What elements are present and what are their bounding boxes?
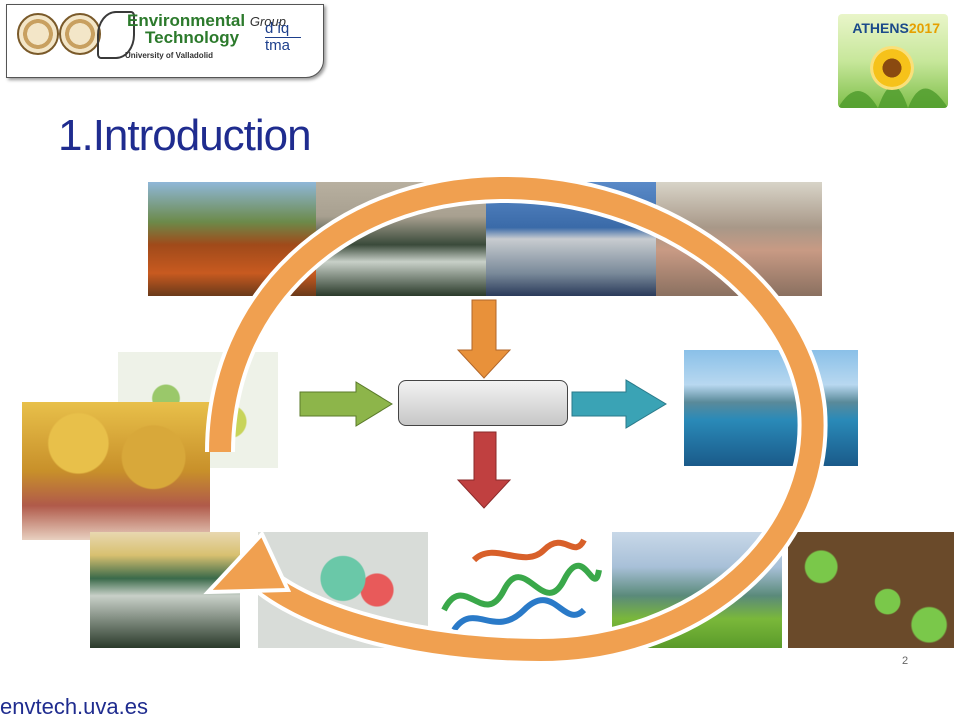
slide-title: 1.Introduction	[58, 111, 312, 160]
group-name-line2: Technology	[145, 28, 240, 47]
department-logo-top: d iq	[265, 20, 290, 37]
input-arrow-icon	[299, 381, 393, 427]
process-box	[398, 380, 568, 426]
university-seal-icon	[17, 13, 59, 55]
group-logo: Environmental Group Technology	[127, 11, 286, 47]
group-name-line1: Environmental	[127, 11, 246, 30]
header-logo-panel: Environmental Group Technology Universit…	[6, 4, 324, 78]
group-word: Group	[249, 14, 286, 29]
treated-water-arrow-icon	[571, 379, 667, 429]
products-arrow-icon	[456, 431, 512, 509]
protein-ribbon-icon	[441, 538, 602, 632]
sunflower-icon	[870, 46, 914, 90]
grass-decoration	[838, 86, 948, 108]
crop-field-photo	[788, 532, 954, 648]
conference-name: ATHENS	[852, 20, 909, 36]
money-photo	[22, 402, 210, 540]
cycle-arrowhead-icon	[203, 530, 292, 595]
cycle-arrow-icon	[209, 176, 824, 662]
athens-conference-logo: ATHENS2017	[838, 14, 948, 108]
website-footer[interactable]: envtech.uva.es	[0, 694, 148, 719]
page-number: 2	[902, 655, 909, 667]
waste-input-arrow-icon	[456, 299, 512, 379]
department-logo: d iq tma	[265, 21, 319, 55]
university-seal-icon	[59, 13, 101, 55]
conference-year: 2017	[908, 20, 940, 36]
conference-label: ATHENS2017	[852, 20, 940, 36]
leaf-logo-icon	[97, 11, 135, 59]
treated-water-outlet-photo	[684, 350, 858, 466]
university-name: University of Valladolid	[125, 51, 214, 60]
department-logo-bottom: tma	[265, 37, 301, 54]
